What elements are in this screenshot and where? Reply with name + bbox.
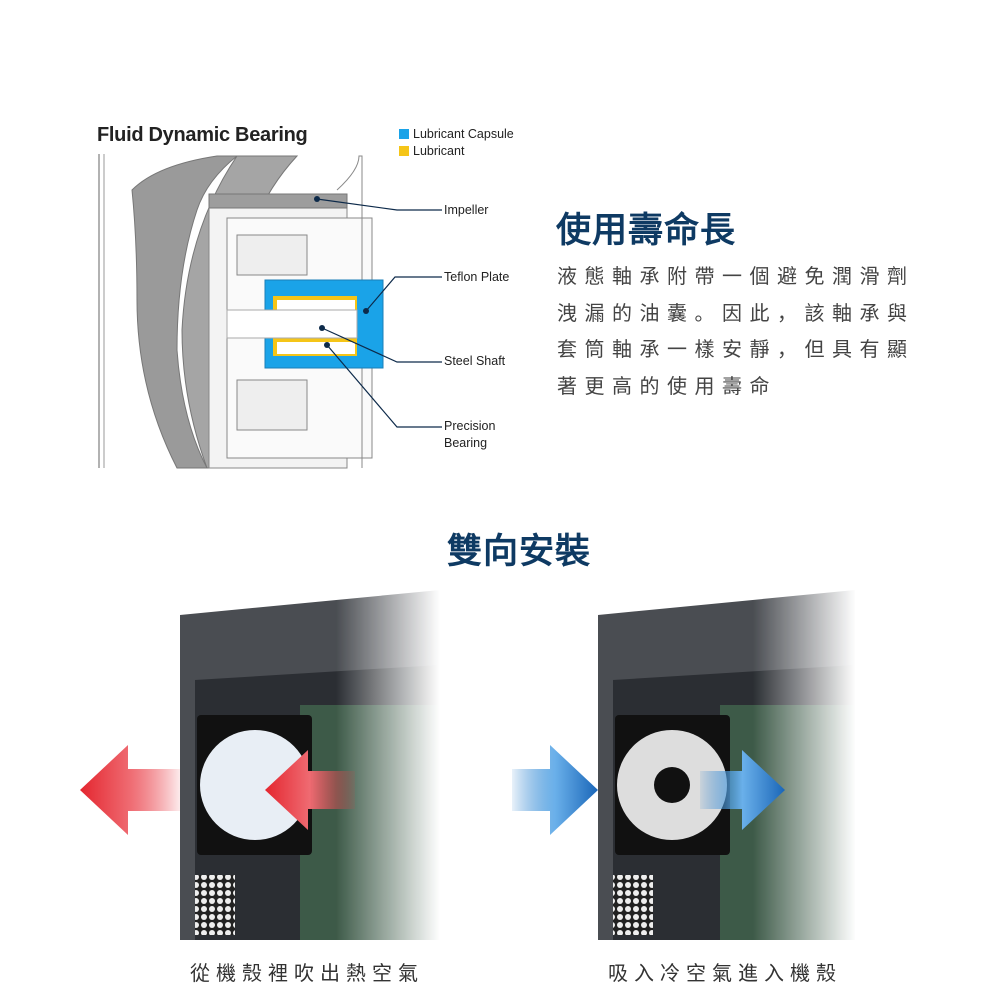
legend-label: Lubricant Capsule [413,127,514,141]
callout-line: Bearing [444,436,488,450]
description-line: 著更高的使用壽命 [557,373,777,398]
intake-caption: 吸入冷空氣進入機殼 [608,961,842,985]
legend-swatch [399,146,409,156]
bearing-diagram [98,154,442,469]
exhaust-arrow-outside [80,745,180,835]
diagram-title: Fluid Dynamic Bearing [97,124,308,146]
feature-description: 液態軸承附帶一個避免潤滑劑 洩漏的油囊。因此，該軸承與 套筒軸承一樣安靜，但具有… [557,258,937,404]
callout-impeller: Impeller [444,203,489,217]
diagram-legend: Lubricant Capsule Lubricant [399,126,514,160]
callout-teflon-plate: Teflon Plate [444,270,510,284]
exhaust-photo [180,585,440,945]
description-line: 液態軸承附帶一個避免潤滑劑 [557,264,915,288]
description-line: 洩漏的油囊。因此，該軸承與 [557,300,915,325]
legend-label: Lubricant [413,144,465,158]
intake-arrow-outside [512,745,598,835]
intake-photo [598,585,856,945]
legend-item-capsule: Lubricant Capsule [399,126,514,143]
legend-swatch [399,129,409,139]
description-line: 套筒軸承一樣安靜，但具有顯 [557,337,915,361]
legend-item-lubricant: Lubricant [399,143,514,160]
callout-line: Precision [444,419,496,433]
feature-heading: 使用壽命長 [556,211,737,251]
exhaust-arrow-fan [265,750,355,830]
callout-steel-shaft: Steel Shaft [444,354,506,368]
intake-arrow-fan [700,750,785,830]
exhaust-caption: 從機殼裡吹出熱空氣 [190,961,424,985]
install-heading: 雙向安裝 [446,532,591,572]
callout-precision-bearing: Precision Bearing [444,418,495,452]
install-photos [80,585,856,945]
